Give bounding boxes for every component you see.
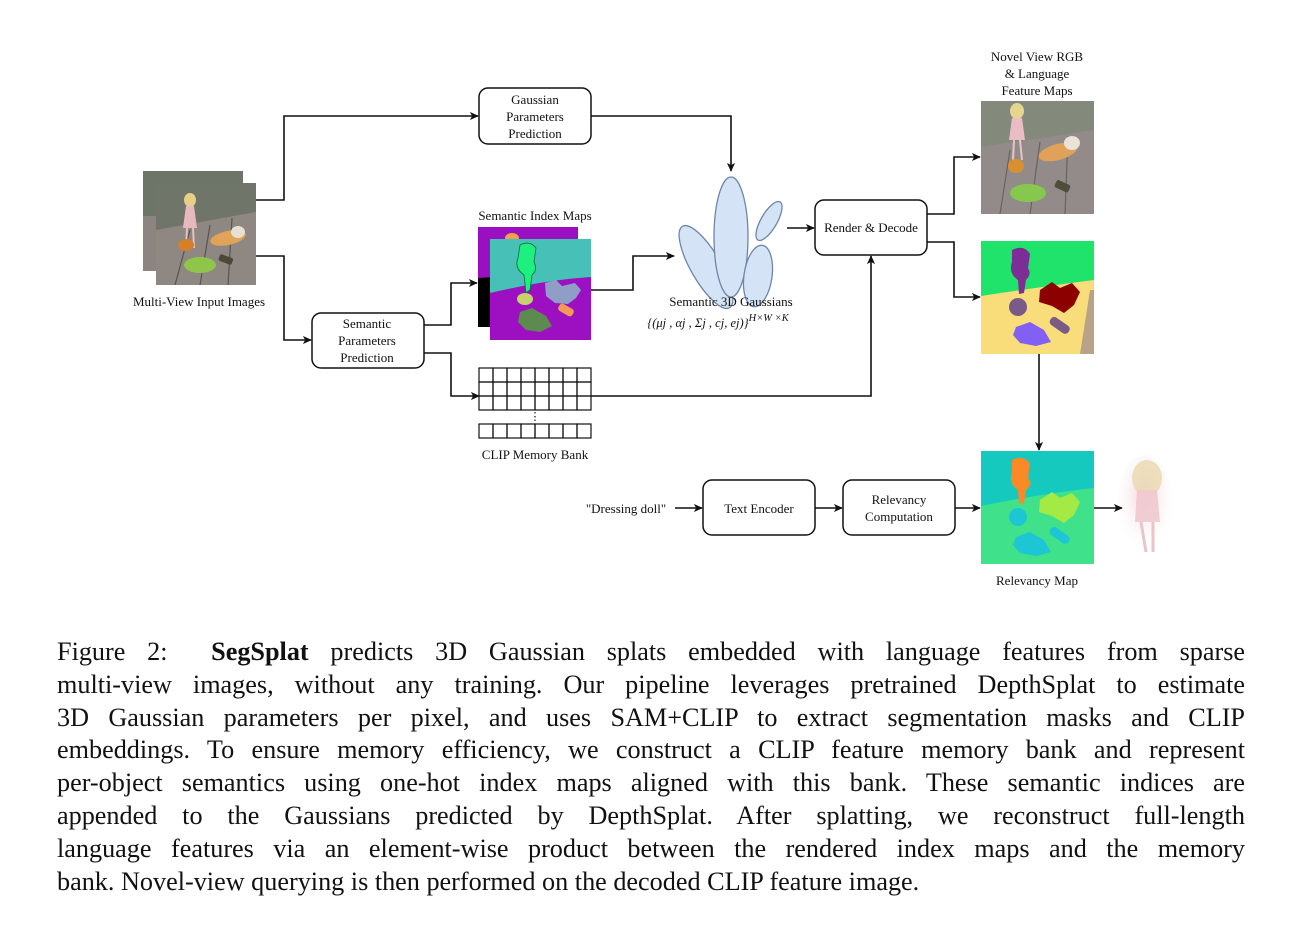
query-pipeline: "Dressing doll" Text Encoder Relevancy C…: [586, 479, 956, 536]
arrow-clip-bank-to-render: [591, 255, 876, 397]
render-decode-label: Render & Decode: [824, 220, 918, 235]
relevancy-map-label: Relevancy Map: [996, 573, 1078, 588]
memory-bank-cell: [520, 381, 536, 397]
arrow-index-maps-to-gaussians: [591, 251, 675, 291]
semantic-box-line-1: Semantic: [343, 316, 392, 331]
text-encoder-box: Text Encoder: [702, 479, 816, 536]
semantic-index-maps-label: Semantic Index Maps: [478, 208, 591, 223]
gaussian-ellipse-3: [755, 200, 783, 242]
caption-text-1: predicts 3D Gaussian splats embedded wit…: [308, 637, 1246, 666]
caption-line-5: per-object semantics using one-hot index…: [57, 768, 1245, 798]
figure-caption: Figure 2: SegSplat predicts 3D Gaussian …: [57, 636, 1245, 898]
arrow-render-to-feature-map: [927, 241, 981, 302]
arrow-gaussian-params-to-gaussians: [591, 115, 736, 172]
gaussian-box-line-2: Parameters: [506, 109, 564, 124]
semantic-index-maps: Semantic Index Maps: [478, 208, 592, 340]
memory-bank-cell: [506, 367, 522, 383]
caption-prefix: Figure 2:: [57, 637, 168, 666]
semantic-gaussians-label: Semantic 3D Gaussians: [669, 294, 792, 309]
relevancy-computation-box: Relevancy Computation: [842, 479, 956, 536]
novel-view-label-3: Feature Maps: [1001, 83, 1072, 98]
semantic-parameters-prediction-box: Semantic Parameters Prediction: [311, 312, 425, 369]
memory-bank-cell: [492, 395, 508, 411]
memory-bank-cell: [478, 395, 494, 411]
query-text: "Dressing doll": [586, 501, 666, 516]
memory-bank-cell: [492, 367, 508, 383]
memory-bank-cell: [548, 367, 564, 383]
novel-view-outputs: Novel View RGB & Language Feature Maps: [981, 49, 1094, 588]
gaussian-box-line-3: Prediction: [508, 126, 562, 141]
arrow-semantic-params-to-index-maps: [424, 278, 478, 326]
memory-bank-cell: [562, 381, 578, 397]
semantic-gaussians-formula: {(μj , αj , Σj , cj, ej)}H×W ×K: [647, 313, 790, 330]
segmented-doll-result: [1117, 455, 1173, 555]
arrow-input-to-semantic-params: [256, 255, 312, 345]
gaussian-ellipse-2: [713, 176, 749, 298]
memory-bank-cell: [562, 423, 578, 439]
caption-line-8: bank. Novel-view querying is then perfor…: [57, 866, 920, 896]
relevancy-map-image: [981, 451, 1094, 564]
caption-line-1: Figure 2: SegSplat predicts 3D Gaussian …: [57, 636, 1245, 669]
memory-bank-cell: [576, 423, 592, 439]
memory-bank-cell: [534, 395, 550, 411]
memory-bank-cell: [562, 395, 578, 411]
memory-bank-cell: [520, 423, 536, 439]
semantic-box-line-2: Parameters: [338, 333, 396, 348]
caption-line-3: 3D Gaussian parameters per pixel, and us…: [57, 702, 1245, 732]
arrow-input-to-gaussian-params: [256, 111, 479, 201]
pipeline-figure: Multi-View Input Images Gaussian Paramet…: [133, 49, 1173, 588]
memory-bank-cell: [576, 367, 592, 383]
caption-bold-title: SegSplat: [211, 637, 309, 666]
memory-bank-cell: [534, 423, 550, 439]
memory-bank-cell: [548, 423, 564, 439]
memory-bank-cell: [576, 395, 592, 411]
clip-memory-ellipsis: ⋮: [530, 411, 541, 423]
memory-bank-cell: [520, 367, 536, 383]
memory-bank-cell: [576, 381, 592, 397]
gaussian-ellipse-4: [742, 244, 774, 308]
novel-view-label-2: & Language: [1005, 66, 1070, 81]
caption-line-2: multi-view images, without any training.…: [57, 669, 1245, 699]
clip-memory-bank-label: CLIP Memory Bank: [482, 447, 589, 462]
memory-bank-cell: [534, 367, 550, 383]
input-images-label: Multi-View Input Images: [133, 294, 265, 309]
memory-bank-cell: [506, 395, 522, 411]
memory-bank-cell: [506, 381, 522, 397]
memory-bank-cell: [492, 423, 508, 439]
novel-view-rgb-image: [981, 101, 1094, 214]
memory-bank-cell: [492, 381, 508, 397]
memory-bank-cell: [506, 423, 522, 439]
memory-bank-cell: [562, 367, 578, 383]
arrow-semantic-params-to-clip-bank: [424, 352, 480, 401]
text-encoder-label: Text Encoder: [724, 501, 794, 516]
multi-view-input-images: Multi-View Input Images: [133, 171, 265, 309]
memory-bank-cell: [520, 395, 536, 411]
novel-view-label-1: Novel View RGB: [991, 49, 1083, 64]
relevancy-box-line-2: Computation: [865, 509, 933, 524]
render-decode-box: Render & Decode: [814, 199, 928, 256]
memory-bank-cell: [478, 381, 494, 397]
relevancy-box-line-1: Relevancy: [872, 492, 927, 507]
caption-line-4: embeddings. To ensure memory efficiency,…: [57, 735, 1245, 765]
semantic-3d-gaussians: Semantic 3D Gaussians {(μj , αj , Σj , c…: [647, 176, 793, 330]
input-image-front: [156, 183, 256, 285]
semantic-box-line-3: Prediction: [340, 350, 394, 365]
gaussian-parameters-prediction-box: Gaussian Parameters Prediction: [478, 87, 592, 145]
memory-bank-cell: [534, 381, 550, 397]
memory-bank-cell: [478, 367, 494, 383]
memory-bank-cell: [478, 423, 494, 439]
gaussian-box-line-1: Gaussian: [511, 92, 559, 107]
language-feature-map: [981, 241, 1094, 354]
caption-line-7: language features via an element-wise pr…: [57, 833, 1245, 863]
index-map-front: [490, 239, 591, 340]
memory-bank-cell: [548, 381, 564, 397]
caption-line-6: appended to the Gaussians predicted by D…: [57, 800, 1245, 830]
memory-bank-cell: [548, 395, 564, 411]
connectors: [256, 111, 1123, 513]
arrow-render-to-rgb: [927, 152, 981, 215]
clip-memory-bank: CLIP Memory Bank ⋮: [478, 367, 592, 462]
